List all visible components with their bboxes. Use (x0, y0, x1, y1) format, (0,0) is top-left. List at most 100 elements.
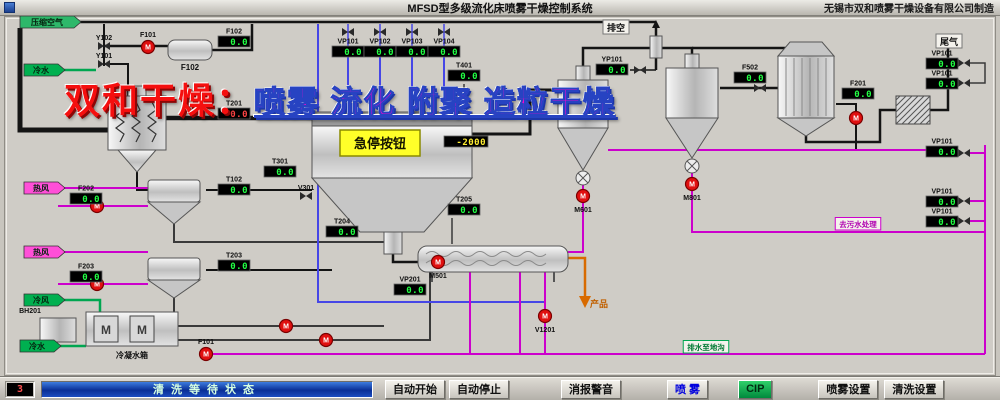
motor-2 (129, 315, 155, 343)
pump-motor-glyph: M (94, 204, 100, 211)
label-box (682, 340, 730, 354)
diagram-label: 产品 (590, 298, 608, 309)
pump-motor-glyph: M (435, 260, 441, 267)
valve-icon[interactable] (958, 217, 970, 225)
unit-bh201 (39, 317, 77, 343)
instrument-value: 0.0 (938, 60, 956, 70)
pump-motor-glyph: M (853, 116, 859, 123)
valve-icon[interactable] (300, 192, 312, 200)
label-box (602, 19, 630, 35)
instrument-display (325, 225, 359, 238)
valve-icon[interactable] (374, 28, 386, 36)
title-bar: MFSD型多级流化床喷雾干燥控制系统 无锡市双和喷雾干燥设备有限公司制造 (0, 0, 1000, 16)
valve-icon[interactable] (406, 28, 418, 36)
instrument-value: 0.0 (230, 110, 248, 120)
pump-unlabeled[interactable] (848, 110, 864, 126)
pump-M801[interactable] (684, 176, 700, 192)
emergency-stop-button[interactable] (339, 129, 421, 157)
label-box (935, 33, 963, 49)
cyclone-1 (557, 79, 609, 129)
pump-V1201[interactable] (537, 308, 553, 324)
instrument-tag: VP103 (401, 39, 422, 46)
valve-icon[interactable] (958, 79, 970, 87)
pump-motor-glyph: M (283, 324, 289, 331)
valve-icon[interactable] (754, 84, 766, 92)
clean-settings-button[interactable]: 清洗设置 (884, 379, 945, 399)
pump-unlabeled[interactable] (318, 332, 334, 348)
instrument-tag: T201 (226, 101, 242, 108)
motor-1-label: M (101, 323, 111, 337)
valve-icon[interactable] (634, 66, 646, 74)
instrument-tag: VP101 (931, 139, 952, 146)
instrument-value: 0.0 (230, 262, 248, 272)
flow-arrow (23, 63, 66, 77)
instrument-tag: T301 (272, 159, 288, 166)
flow-arrow (19, 15, 82, 29)
pump-F101[interactable] (198, 346, 214, 362)
instrument-display (447, 203, 481, 216)
label-box (834, 217, 882, 231)
instrument-display (263, 165, 297, 178)
button-strip: 自动开始自动停止 消报警音 喷 雾 CIP 喷雾设置清洗设置 (373, 379, 945, 399)
instrument-tag: VP101 (931, 189, 952, 196)
flow-arrow (23, 293, 66, 307)
feed-vessel-f102 (167, 39, 213, 61)
instrument-value: 0.0 (408, 48, 426, 58)
pump-M501[interactable] (430, 254, 446, 270)
instrument-tag: T102 (226, 177, 242, 184)
pump-motor-glyph: M (94, 282, 100, 289)
auto-start-button[interactable]: 自动开始 (385, 379, 445, 399)
cyclone-2 (665, 67, 719, 119)
pump-motor-glyph: M (689, 182, 695, 189)
instrument-display (595, 63, 629, 76)
instrument-value: 0.0 (854, 90, 872, 100)
pump-label: M801 (683, 195, 701, 202)
instrument-display (925, 215, 959, 228)
valve-icon[interactable] (438, 28, 450, 36)
cip-button[interactable]: CIP (738, 379, 773, 399)
valve-icon[interactable] (958, 197, 970, 205)
stage-1-cone (146, 201, 202, 225)
pump-unlabeled[interactable] (278, 318, 294, 334)
instrument-display (443, 135, 489, 148)
instrument-display (217, 183, 251, 196)
spray-button[interactable]: 喷 雾 (667, 379, 709, 399)
valve-icon[interactable] (98, 42, 110, 50)
instrument-value: 0.0 (344, 48, 362, 58)
bag-filter-cone (116, 149, 158, 173)
instrument-value: 0.0 (406, 286, 424, 296)
cyclone-1-cone (557, 127, 609, 171)
flow-label: 压缩空气 (31, 17, 63, 27)
valve-label: V301 (298, 185, 314, 192)
instrument-tag: F102 (226, 29, 242, 36)
instrument-display (841, 87, 875, 100)
instrument-value: 0.0 (460, 206, 478, 216)
valve-icon[interactable] (342, 28, 354, 36)
equipment: 急停按钮 M M (39, 35, 931, 347)
valve-icon[interactable] (958, 149, 970, 157)
vent-filter (649, 35, 663, 59)
mute-alarm-button[interactable]: 消报警音 (561, 379, 621, 399)
vibrating-fluid-bed (417, 245, 569, 273)
pump-M601[interactable] (575, 188, 591, 204)
pump-F101[interactable] (140, 39, 156, 55)
counter-frame: 3 (5, 380, 35, 398)
diagram-label: 冷凝水箱 (116, 350, 148, 360)
cyclone-2-cone (665, 117, 719, 159)
valve-icon[interactable] (98, 60, 110, 68)
diagram-label: 尾气 (939, 36, 958, 47)
scrubber-cone (776, 117, 836, 137)
pump-label: M601 (574, 207, 592, 214)
instrument-display (393, 283, 427, 296)
instrument-tag: F202 (78, 186, 94, 193)
instrument-tag: T204 (334, 219, 350, 226)
instrument-display (217, 107, 251, 120)
stage-2-cone (146, 279, 202, 299)
valve-icon[interactable] (958, 59, 970, 67)
instrument-value: 0.0 (338, 228, 356, 238)
auto-stop-button[interactable]: 自动停止 (449, 379, 509, 399)
pump-motor-glyph: M (145, 45, 151, 52)
spray-settings-button[interactable]: 喷雾设置 (818, 379, 879, 399)
pump-motor-glyph: M (580, 194, 586, 201)
